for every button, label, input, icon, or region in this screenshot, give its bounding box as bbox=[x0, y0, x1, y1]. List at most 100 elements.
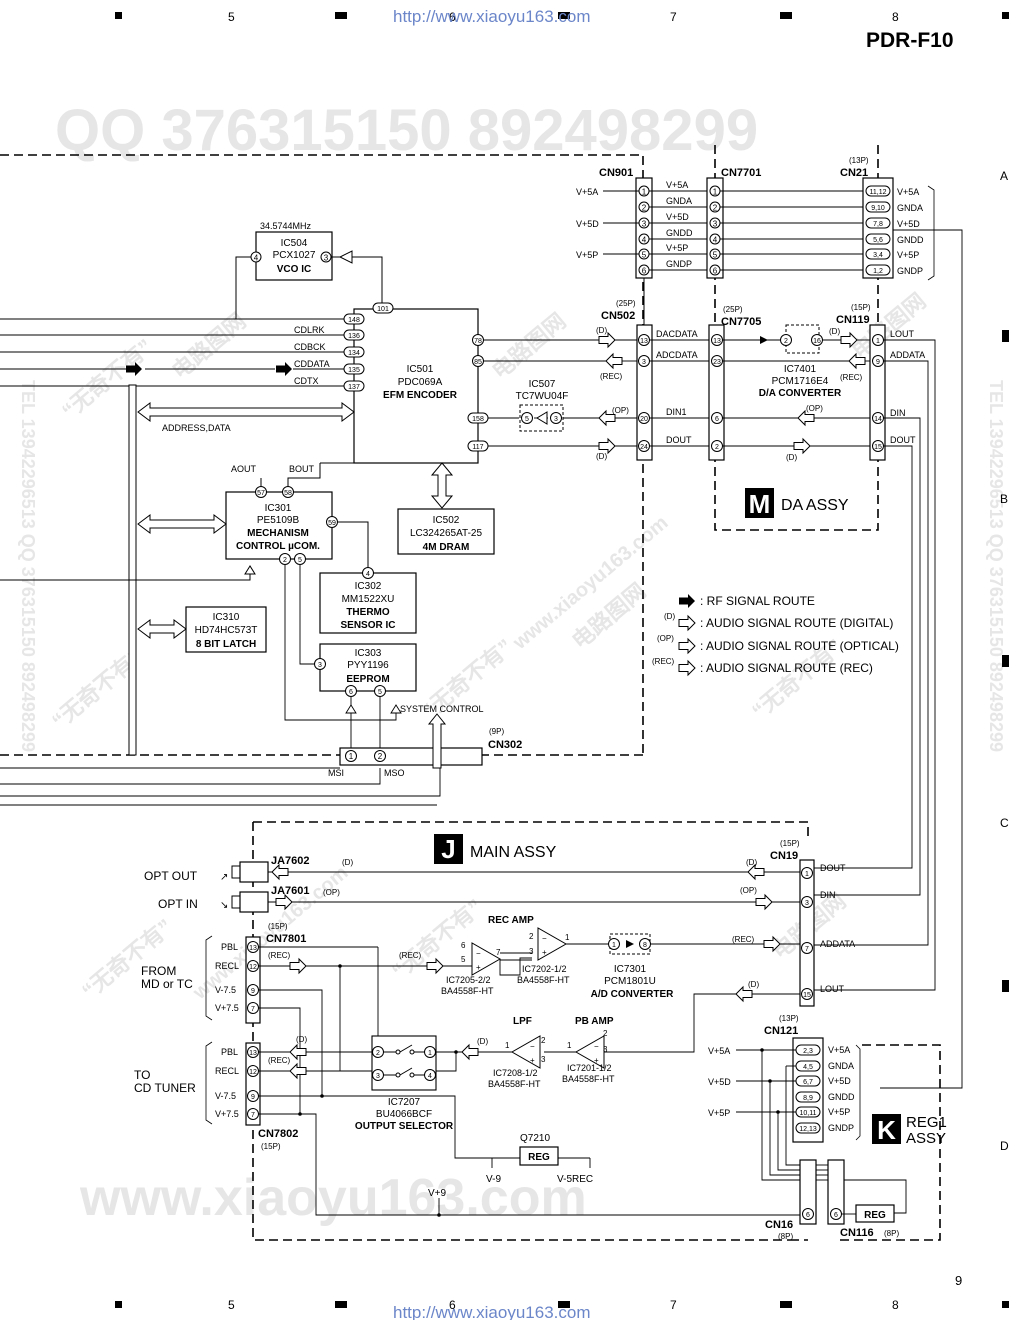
svg-text:IC7301: IC7301 bbox=[614, 964, 647, 975]
svg-text:(OP): (OP) bbox=[740, 886, 757, 895]
svg-text:CN21: CN21 bbox=[840, 167, 868, 179]
signal-cddata: CDDATA bbox=[294, 359, 330, 369]
svg-text:11,12: 11,12 bbox=[870, 189, 887, 196]
svg-text:IC310: IC310 bbox=[213, 612, 240, 623]
svg-text:V+5P: V+5P bbox=[666, 243, 688, 253]
svg-text:ASSY: ASSY bbox=[906, 1130, 946, 1147]
ic310-latch: IC310 HD74HC573T 8 BIT LATCH bbox=[137, 606, 267, 653]
svg-text:BA4558F-HT: BA4558F-HT bbox=[517, 975, 570, 985]
svg-text:IC7205-2/2: IC7205-2/2 bbox=[446, 975, 491, 985]
svg-text:TO: TO bbox=[134, 1068, 150, 1082]
svg-text:M: M bbox=[749, 489, 771, 519]
svg-text:BA4558F-HT: BA4558F-HT bbox=[441, 986, 494, 996]
svg-text:V+5A: V+5A bbox=[576, 187, 598, 197]
ic507: IC507 TC7WU04F 5 3 bbox=[516, 379, 568, 432]
svg-text:PCX1027: PCX1027 bbox=[273, 250, 316, 261]
route-tag-d: (D) bbox=[296, 1035, 307, 1044]
ic7401-da-converter: 2 16 IC7401 PCM1716E4 D/A CONVERTER bbox=[759, 324, 842, 399]
svg-text:135: 135 bbox=[348, 367, 360, 374]
ic7202: − + 2 3 1 IC7202-1/2 BA4558F-HT bbox=[517, 927, 570, 985]
svg-text:(8P): (8P) bbox=[884, 1229, 899, 1238]
svg-text:(D): (D) bbox=[342, 858, 353, 867]
signal-cdlrk: CDLRK bbox=[294, 325, 325, 335]
svg-text:(13P): (13P) bbox=[779, 1014, 799, 1023]
svg-text:3: 3 bbox=[603, 1045, 608, 1054]
svg-text:SENSOR IC: SENSOR IC bbox=[340, 620, 395, 631]
svg-text:13: 13 bbox=[640, 338, 648, 345]
svg-text:−: − bbox=[542, 934, 547, 943]
svg-text:1: 1 bbox=[428, 1050, 432, 1057]
svg-text:3: 3 bbox=[642, 220, 647, 229]
cn7801: (15P) CN7801 13 12 9 7 PBL RECL V-7.5 V+… bbox=[141, 922, 306, 1024]
svg-text:HD74HC573T: HD74HC573T bbox=[195, 625, 258, 636]
svg-text:−: − bbox=[530, 1042, 535, 1051]
svg-text:OPT OUT: OPT OUT bbox=[144, 869, 198, 883]
svg-text:2: 2 bbox=[376, 1050, 380, 1057]
watermark-tel-left: TEL 13942296513 QQ 376315150 892498299 bbox=[18, 380, 38, 752]
svg-text:RECL: RECL bbox=[215, 961, 239, 971]
svg-text:4: 4 bbox=[254, 254, 259, 263]
route-tag-rec: (REC) bbox=[268, 951, 291, 960]
ic301-wiring bbox=[0, 565, 441, 806]
svg-text:GNDP: GNDP bbox=[666, 259, 692, 269]
svg-text:CN502: CN502 bbox=[601, 310, 635, 322]
svg-text:BA4558F-HT: BA4558F-HT bbox=[488, 1079, 541, 1089]
svg-text:DA ASSY: DA ASSY bbox=[781, 497, 849, 514]
cn7701: CN7701 1 2 3 4 5 6 bbox=[706, 167, 866, 279]
svg-text:CONTROL µCOM.: CONTROL µCOM. bbox=[236, 541, 320, 552]
cn302: 1 2 (9P) CN302 SYSTEM CONTROL MSI MSO bbox=[328, 704, 522, 778]
svg-text:59: 59 bbox=[328, 520, 336, 527]
svg-text:158: 158 bbox=[472, 416, 484, 423]
rec-amp-label: REC AMP bbox=[488, 915, 534, 926]
svg-text:A/D CONVERTER: A/D CONVERTER bbox=[591, 989, 675, 1000]
svg-text:J: J bbox=[441, 834, 455, 864]
svg-text:JA7602: JA7602 bbox=[271, 855, 310, 867]
watermark-tel-right: TEL 13942296513 QQ 376315150 892498299 bbox=[986, 380, 1006, 752]
svg-text:V+5A: V+5A bbox=[828, 1045, 850, 1055]
svg-text:GNDD: GNDD bbox=[828, 1092, 855, 1102]
url-top: http://www.xiaoyu163.com bbox=[393, 7, 590, 26]
svg-text:PBL: PBL bbox=[221, 1047, 238, 1057]
svg-text:CN7701: CN7701 bbox=[721, 167, 761, 179]
svg-text:4: 4 bbox=[642, 236, 647, 245]
row-label: A bbox=[1000, 169, 1008, 183]
svg-text:2: 2 bbox=[642, 204, 647, 213]
svg-text:CN121: CN121 bbox=[764, 1025, 798, 1037]
col-label: 7 bbox=[670, 1298, 677, 1312]
route-tag-d: (D) bbox=[596, 326, 607, 335]
svg-text:BU4066BCF: BU4066BCF bbox=[376, 1109, 432, 1120]
col-label: 6 bbox=[449, 10, 456, 24]
reg1-assy-label: K REG1 ASSY bbox=[872, 1114, 947, 1147]
svg-text:3: 3 bbox=[529, 947, 534, 956]
route-tag-d: (D) bbox=[748, 980, 759, 989]
row-label: D bbox=[1000, 1139, 1009, 1153]
svg-text:CN901: CN901 bbox=[599, 167, 633, 179]
legend-optical: : AUDIO SIGNAL ROUTE (OPTICAL) bbox=[700, 639, 899, 653]
assembly-borders bbox=[0, 145, 941, 1241]
svg-text:13: 13 bbox=[249, 945, 257, 952]
svg-text:V-7.5: V-7.5 bbox=[215, 985, 236, 995]
svg-text:V+5D: V+5D bbox=[666, 212, 689, 222]
v9-label: V+9 bbox=[428, 1188, 447, 1199]
svg-text:9: 9 bbox=[251, 988, 255, 995]
svg-text:1: 1 bbox=[612, 942, 616, 949]
svg-text:4: 4 bbox=[366, 571, 370, 578]
svg-text:EEPROM: EEPROM bbox=[346, 674, 389, 685]
svg-text:13: 13 bbox=[249, 1050, 257, 1057]
svg-text:BOUT: BOUT bbox=[289, 464, 315, 474]
svg-text:↗: ↗ bbox=[220, 872, 228, 883]
svg-text:5: 5 bbox=[525, 416, 529, 423]
lpf-label: LPF bbox=[513, 1016, 532, 1027]
svg-text:MM1522XU: MM1522XU bbox=[342, 594, 395, 605]
col-label: 8 bbox=[892, 10, 899, 24]
svg-text:JA7601: JA7601 bbox=[271, 885, 310, 897]
svg-text:5: 5 bbox=[378, 689, 382, 696]
svg-text:BA4558F-HT: BA4558F-HT bbox=[562, 1074, 615, 1084]
svg-text:23: 23 bbox=[713, 359, 721, 366]
svg-text:117: 117 bbox=[472, 444, 483, 451]
svg-text:THERMO: THERMO bbox=[346, 607, 390, 618]
svg-text:V+5D: V+5D bbox=[897, 219, 920, 229]
svg-text:1: 1 bbox=[642, 188, 647, 197]
svg-text:EFM ENCODER: EFM ENCODER bbox=[383, 390, 458, 401]
svg-text:MD or TC: MD or TC bbox=[141, 977, 193, 991]
